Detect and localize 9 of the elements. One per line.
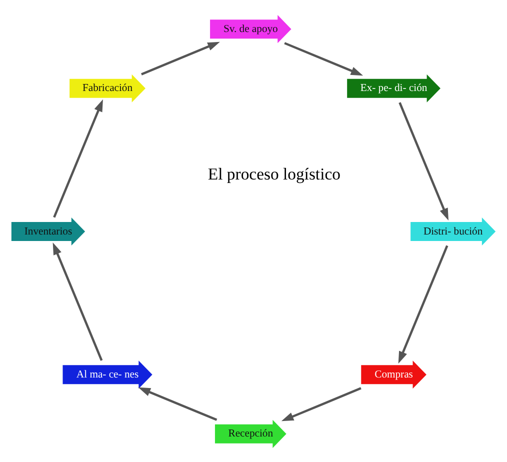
arrow — [398, 102, 449, 220]
arrow — [284, 42, 364, 76]
arrow — [141, 41, 220, 75]
arrow — [52, 242, 103, 360]
arrow — [138, 386, 218, 420]
arrow — [398, 244, 448, 364]
arrow — [53, 98, 103, 218]
label: El proceso logístico — [208, 164, 340, 184]
arrow — [281, 386, 362, 421]
